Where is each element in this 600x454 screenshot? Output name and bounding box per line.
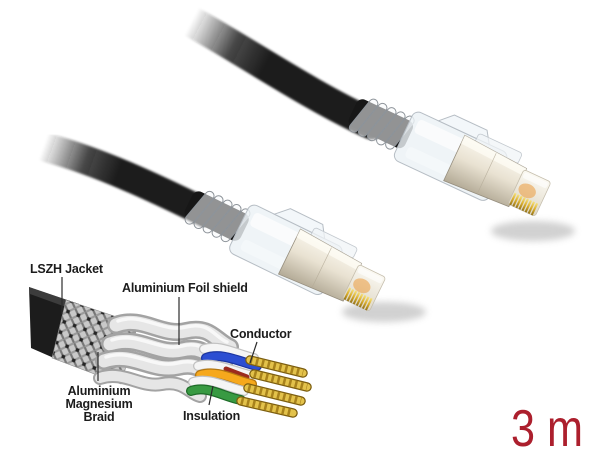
cable-left: [33, 133, 223, 229]
leader-lines: [61, 277, 258, 406]
red-wire: [223, 366, 250, 380]
label-braid-line3: Braid: [84, 410, 115, 424]
label-conductor: Conductor: [230, 327, 292, 341]
conductor-twist: [240, 397, 294, 417]
conductor: [250, 370, 311, 391]
label-insulation: Insulation: [183, 409, 240, 423]
plug-shadow: [342, 302, 426, 322]
leader-conductor: [249, 341, 258, 364]
label-foil: Aluminium Foil shield: [122, 281, 248, 295]
connector-right: [340, 74, 561, 225]
label-braid-line1: Aluminium: [68, 384, 131, 398]
leader-insulation: [208, 385, 214, 406]
white-wire: [189, 376, 248, 395]
gold-conductors: [236, 355, 312, 418]
cable-length-label: 3 m: [511, 400, 583, 454]
conductor: [244, 384, 305, 405]
connector-left: [176, 166, 396, 320]
label-braid-line2: Magnesium: [66, 397, 133, 411]
cable-right: [176, 6, 388, 140]
conductor: [246, 356, 307, 377]
orange-wire: [196, 369, 256, 388]
label-jacket: LSZH Jacket: [30, 262, 104, 276]
foil-band-highlight: [116, 317, 229, 344]
cross-section-diagram: LSZH Jacket Aluminium Foil shield Conduc…: [29, 262, 312, 424]
foil-band: [109, 315, 237, 354]
plug-shadow: [491, 221, 575, 241]
